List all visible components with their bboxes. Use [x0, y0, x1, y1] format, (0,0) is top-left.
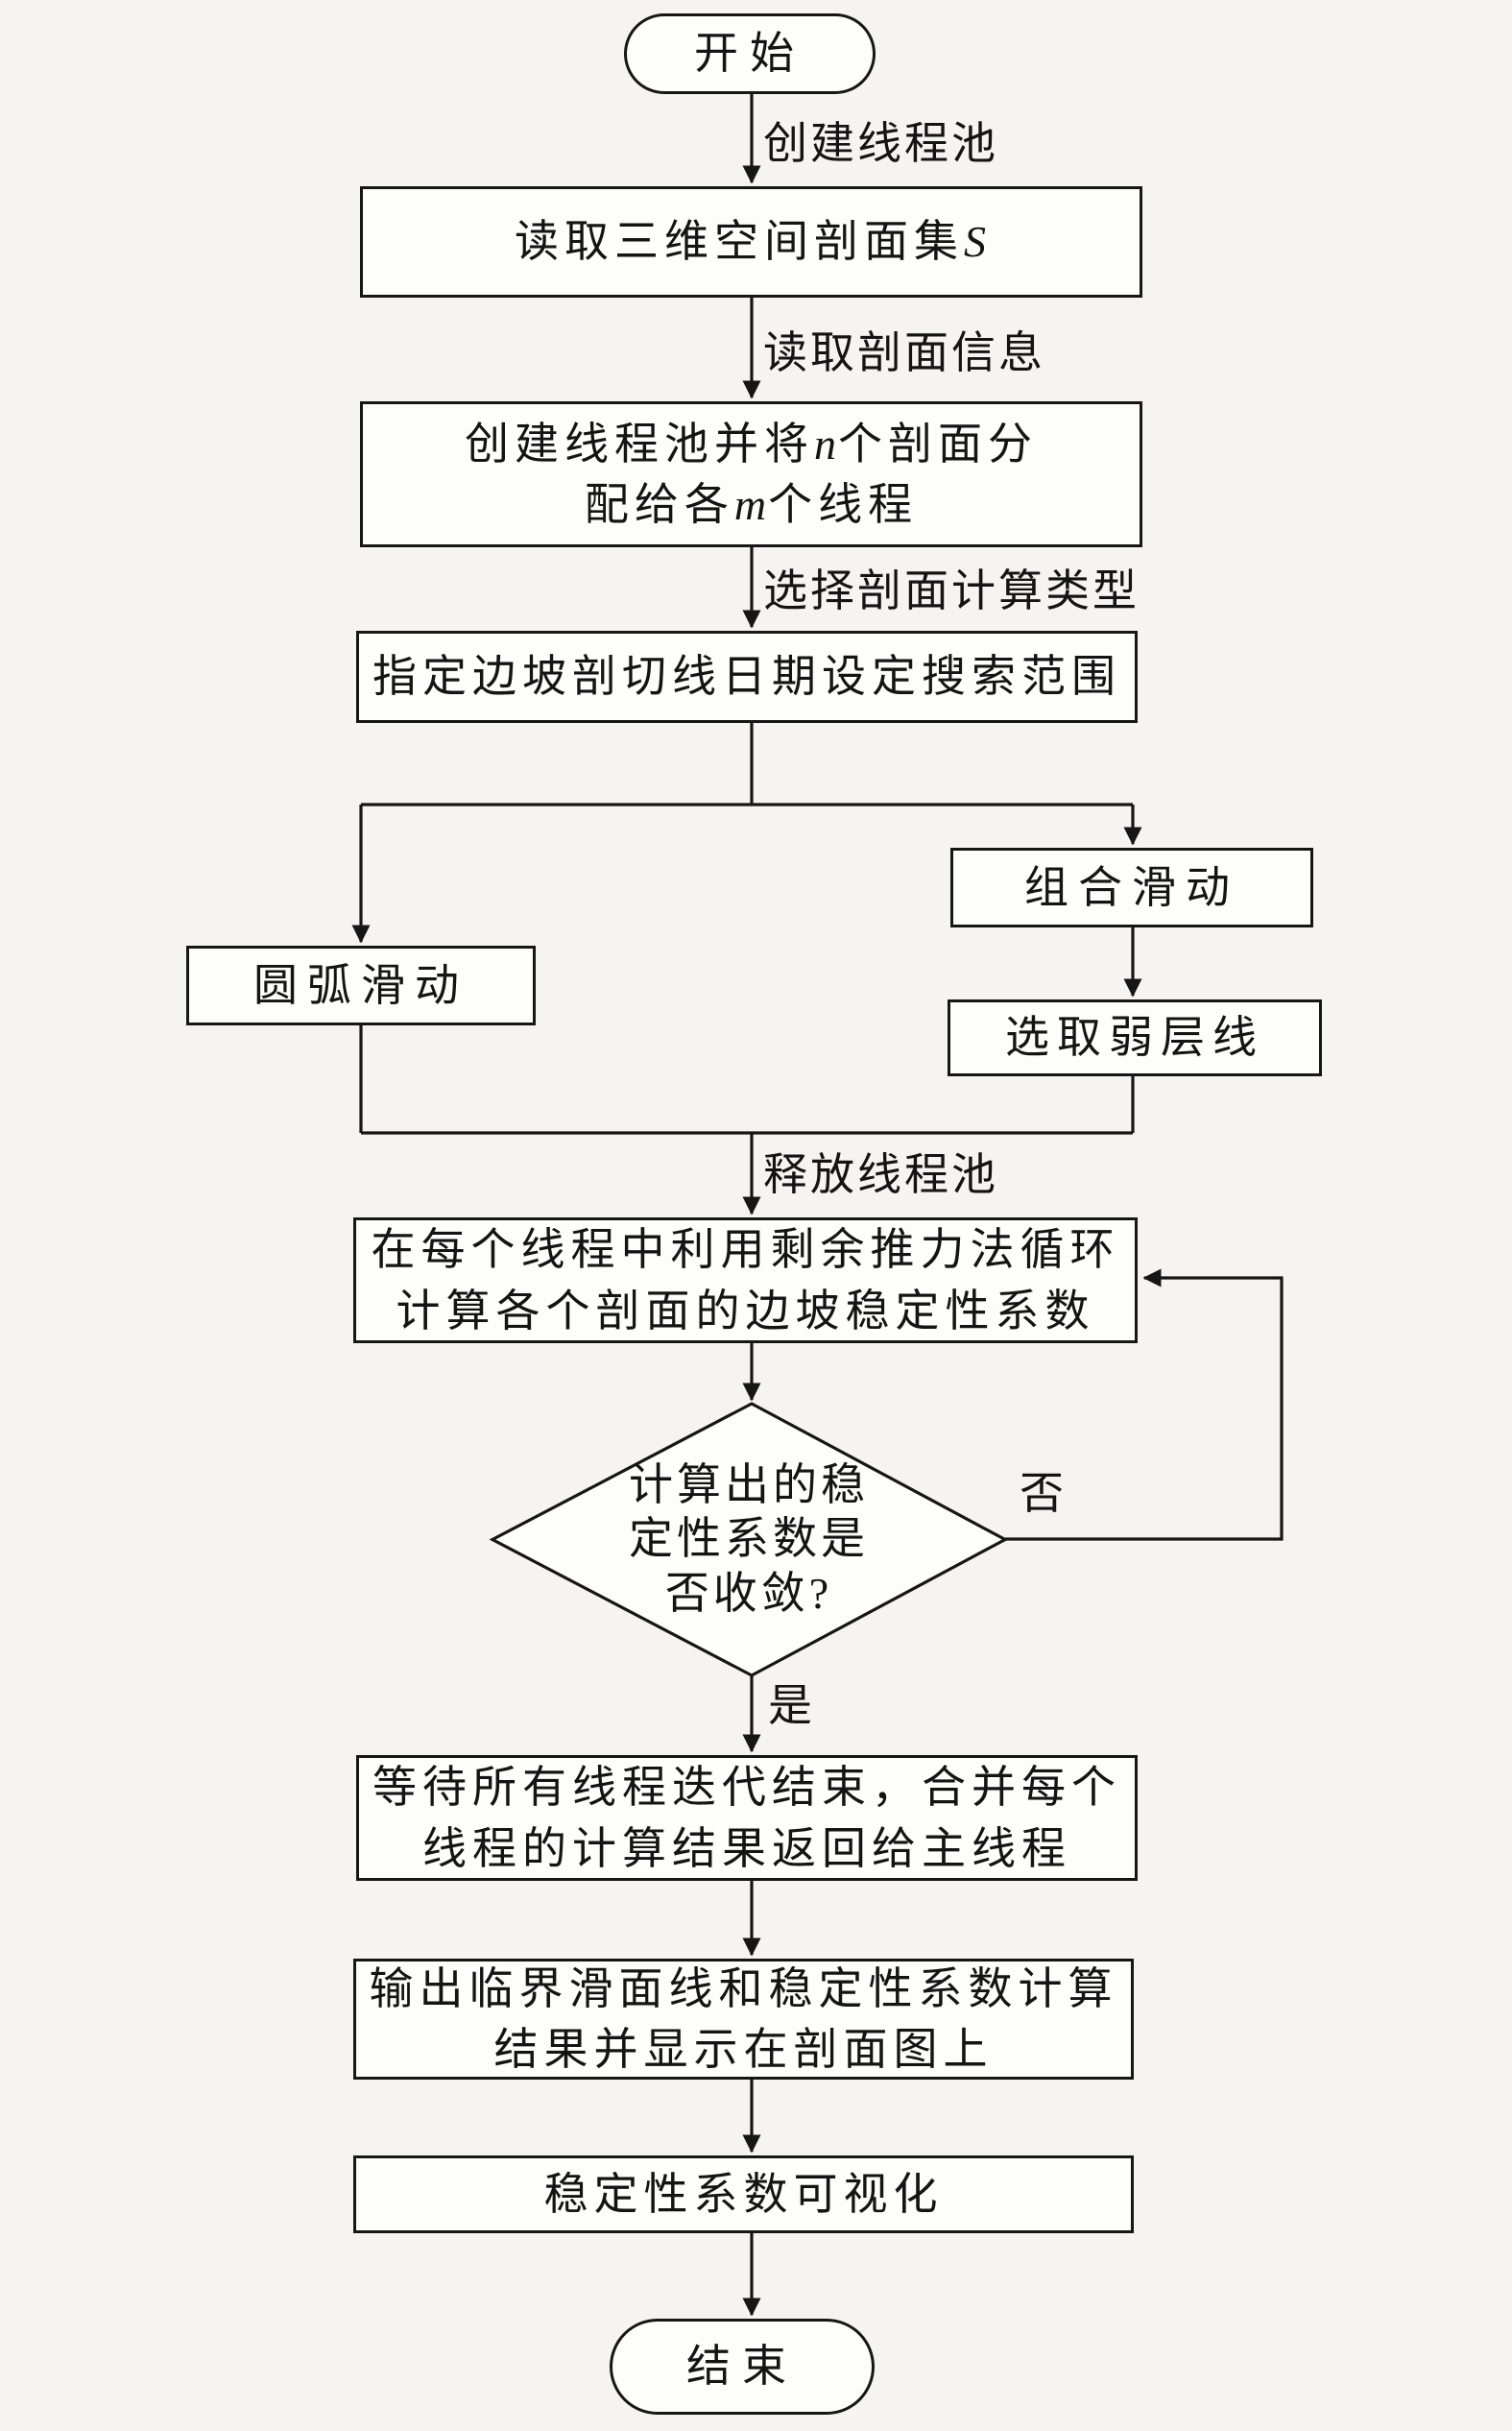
- node-create-pool-text1a: 创建线程池并将: [465, 419, 814, 469]
- node-output-result-line1: 输出临界滑面线和稳定性系数计算: [369, 1963, 1118, 2013]
- node-combined-slide-label: 组合滑动: [1024, 862, 1239, 912]
- decision-line1: 计算出的稳: [629, 1460, 869, 1510]
- node-visualize-label: 稳定性系数可视化: [543, 2169, 944, 2219]
- decision-line2: 定性系数是: [629, 1514, 869, 1564]
- node-read-profiles: 读取三维空间剖面集S: [360, 186, 1142, 298]
- node-specify-range: 指定边坡剖切线日期设定搜索范围: [356, 631, 1138, 723]
- node-read-profiles-text: 读取三维空间剖面集: [515, 217, 964, 267]
- node-combined-slide: 组合滑动: [950, 848, 1313, 927]
- node-compute-stability-line1: 在每个线程中利用剩余推力法循环: [371, 1225, 1120, 1275]
- node-create-pool-line1: 创建线程池并将n个剖面分: [465, 414, 1038, 474]
- node-end: 结束: [610, 2319, 875, 2415]
- node-compute-stability: 在每个线程中利用剩余推力法循环 计算各个剖面的边坡稳定性系数: [353, 1217, 1138, 1343]
- node-start-label: 开始: [694, 29, 805, 79]
- node-specify-range-label: 指定边坡剖切线日期设定搜索范围: [372, 652, 1121, 702]
- variable-S: S: [964, 217, 988, 267]
- node-create-pool: 创建线程池并将n个剖面分 配给各m个线程: [360, 401, 1142, 547]
- decision-diamond-shape: [489, 1402, 1009, 1677]
- node-read-profiles-line: 读取三维空间剖面集S: [515, 211, 988, 272]
- node-arc-slide: 圆弧滑动: [186, 946, 536, 1025]
- edge-label-release-pool: 释放线程池: [763, 1150, 998, 1199]
- node-wait-merge-line2: 线程的计算结果返回给主线程: [422, 1823, 1071, 1873]
- node-create-pool-line2: 配给各m个线程: [585, 474, 918, 535]
- node-compute-stability-line2: 计算各个剖面的边坡稳定性系数: [396, 1286, 1095, 1336]
- edge-label-yes: 是: [768, 1681, 815, 1730]
- edge-label-select-calc-type: 选择剖面计算类型: [763, 566, 1140, 615]
- node-weak-layer: 选取弱层线: [948, 999, 1322, 1076]
- variable-n: n: [814, 419, 838, 469]
- node-create-pool-text1b: 个剖面分: [838, 419, 1038, 469]
- node-wait-merge-line1: 等待所有线程迭代结束，合并每个: [372, 1763, 1121, 1813]
- node-end-label: 结束: [686, 2342, 798, 2392]
- node-converge-decision: 计算出的稳 定性系数是 否收敛?: [492, 1404, 1005, 1675]
- variable-m: m: [733, 480, 769, 529]
- node-start: 开始: [624, 13, 876, 94]
- edge-decision-no-loopback: [1005, 1268, 1284, 1541]
- node-output-result-line2: 结果并显示在剖面图上: [493, 2025, 994, 2074]
- node-output-result: 输出临界滑面线和稳定性系数计算 结果并显示在剖面图上: [353, 1959, 1134, 2080]
- edge-label-create-thread-pool: 创建线程池: [763, 119, 998, 168]
- node-arc-slide-label: 圆弧滑动: [253, 960, 468, 1010]
- node-wait-merge: 等待所有线程迭代结束，合并每个 线程的计算结果返回给主线程: [356, 1755, 1138, 1881]
- decision-line3: 否收敛?: [664, 1568, 833, 1618]
- node-weak-layer-label: 选取弱层线: [1005, 1013, 1264, 1063]
- node-visualize: 稳定性系数可视化: [353, 2155, 1134, 2233]
- edge-label-no: 否: [1020, 1469, 1067, 1518]
- edge-label-read-profile-info: 读取剖面信息: [763, 328, 1045, 377]
- node-create-pool-text2b: 个线程: [768, 480, 919, 529]
- node-create-pool-text2a: 配给各: [584, 480, 734, 529]
